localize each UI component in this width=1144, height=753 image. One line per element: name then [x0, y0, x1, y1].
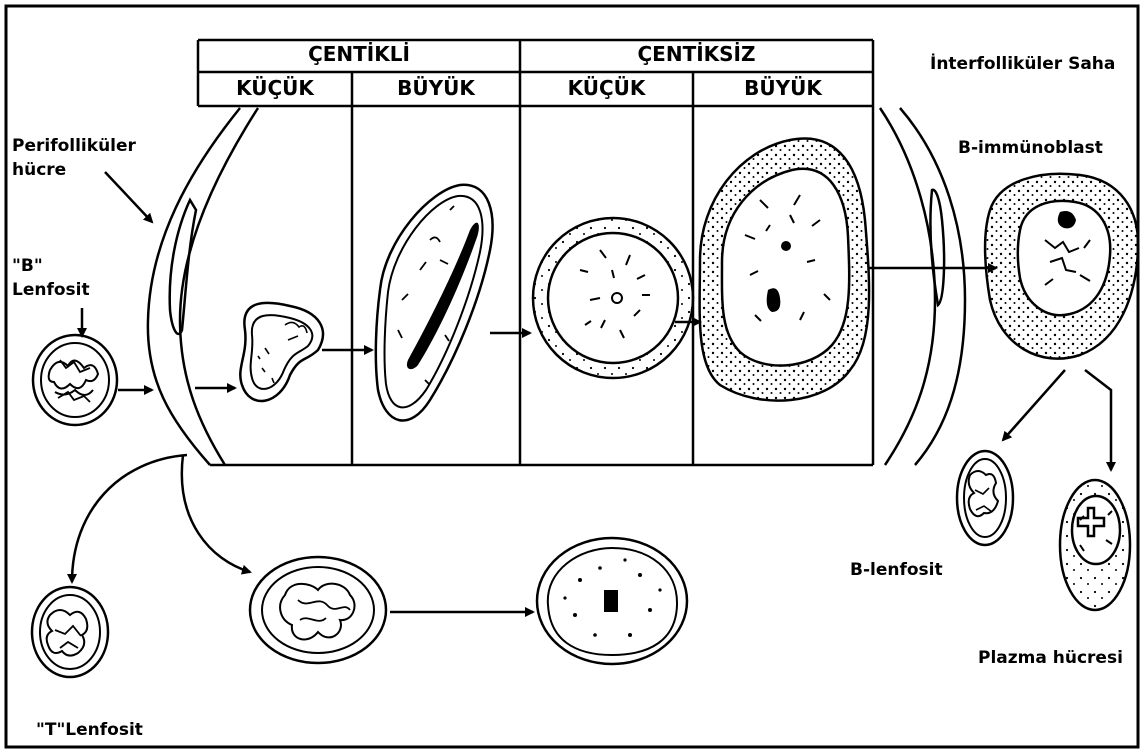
label-b-lymph-1: "B" — [12, 258, 43, 276]
t-lymphocyte-cell — [32, 587, 108, 677]
interfollicular-walls — [880, 108, 965, 465]
label-immunoblast: B-immünoblast — [958, 140, 1103, 158]
perifollicular-cell — [148, 108, 258, 465]
b-lenfosit-cell — [957, 451, 1013, 545]
b-immunoblast-cell — [985, 174, 1138, 359]
label-plasma: Plazma hücresi — [978, 650, 1123, 668]
b-lymphocyte-cell — [33, 335, 117, 425]
label-perifollicular-1: Perifolliküler — [12, 138, 136, 156]
label-b-lymph-2: Lenfosit — [12, 282, 90, 300]
header-group-non-notched: ÇENTİKSİZ — [520, 44, 873, 65]
header-sub-large-2: BÜYÜK — [693, 78, 873, 99]
t-cell-intermediate — [250, 557, 386, 663]
label-perifollicular-2: hücre — [12, 162, 66, 180]
header-sub-large-1: BÜYÜK — [352, 78, 520, 99]
header-group-notched: ÇENTİKLİ — [198, 44, 520, 65]
label-t-lymph: "T"Lenfosit — [36, 722, 143, 740]
label-interfollicular: İnterfolliküler Saha — [930, 56, 1115, 74]
t-immunoblast-cell — [537, 538, 687, 664]
small-non-notched-cell — [533, 218, 693, 378]
header-sub-small-2: KÜÇÜK — [520, 78, 693, 99]
header-sub-small-1: KÜÇÜK — [198, 78, 352, 99]
small-notched-cell — [240, 303, 323, 401]
large-notched-cell — [376, 185, 493, 421]
plasma-cell — [1060, 480, 1130, 610]
label-b-lenfosit: B-lenfosit — [850, 562, 943, 580]
large-non-notched-cell — [700, 138, 869, 400]
